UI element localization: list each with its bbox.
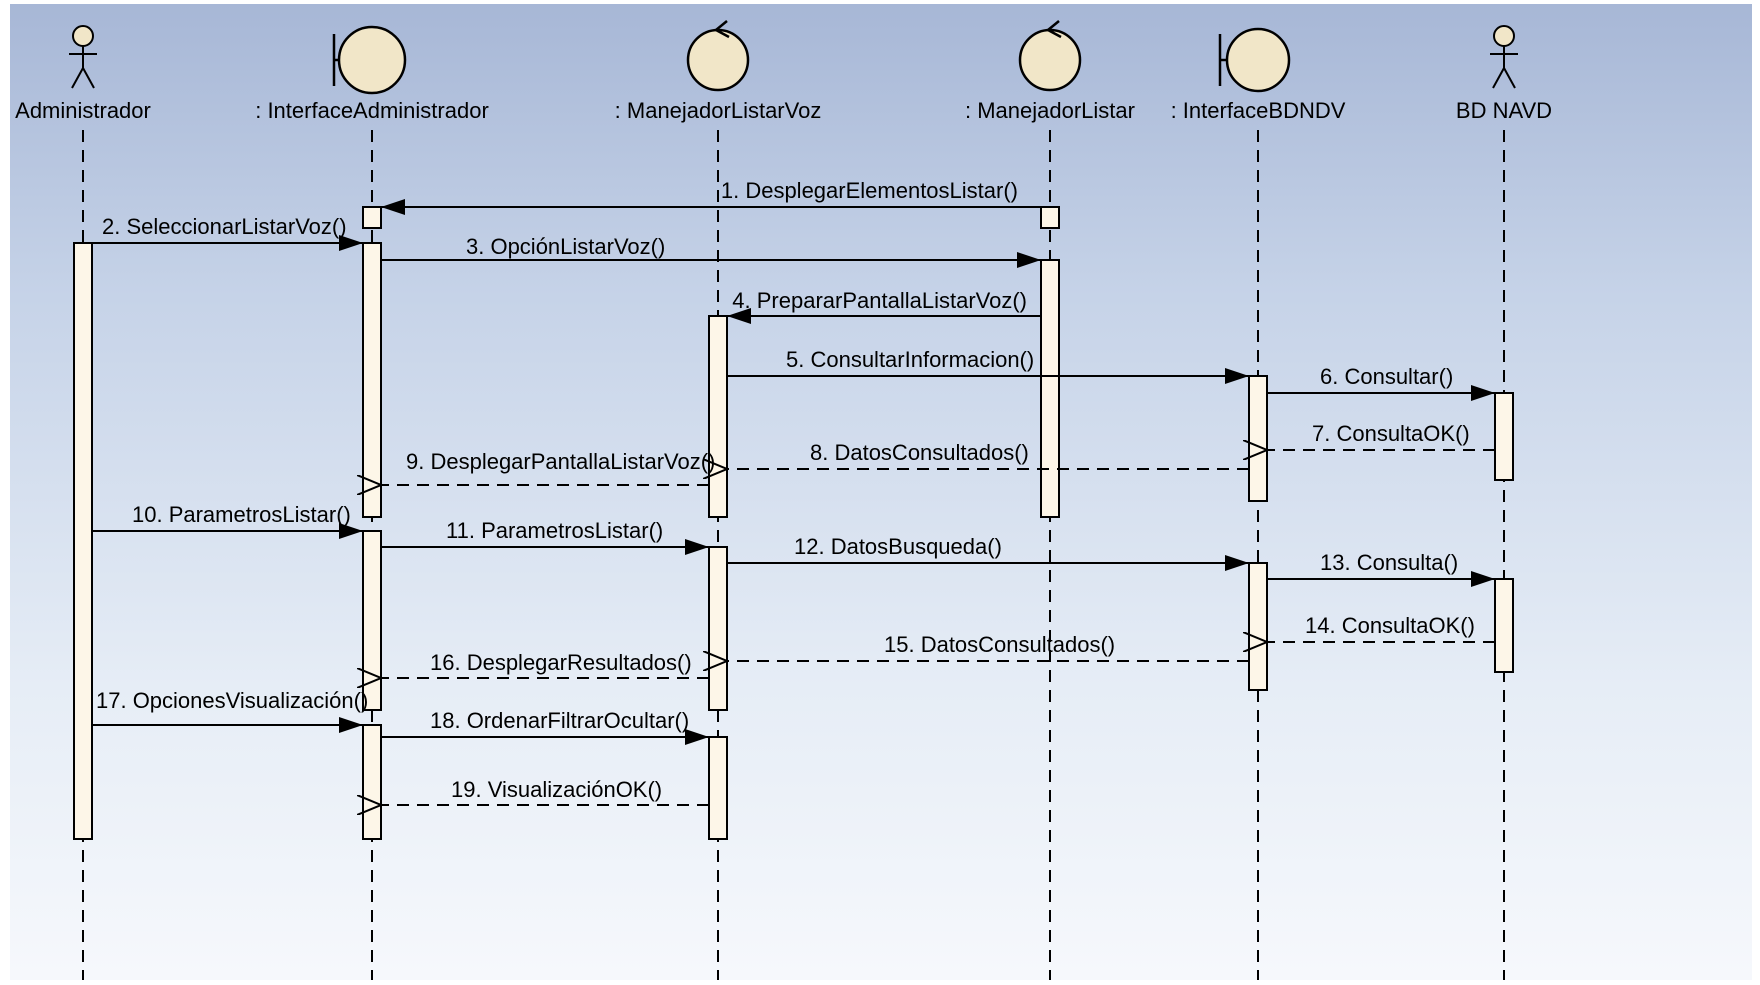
activation-bar (362, 724, 382, 840)
message-12[interactable]: 12. DatosBusqueda() (727, 534, 1249, 571)
lifeline-interface-administrador[interactable]: : InterfaceAdministrador (255, 25, 489, 123)
boundary-icon (1218, 27, 1291, 93)
message-label: 10. ParametrosListar() (132, 502, 351, 527)
lifeline-manejador-listar[interactable]: : ManejadorListar (965, 20, 1135, 123)
message-label: 13. Consulta() (1320, 550, 1458, 575)
message-6[interactable]: 6. Consultar() (1267, 364, 1495, 401)
message-1[interactable]: 1. DesplegarElementosListar() (381, 178, 1041, 215)
message-8[interactable]: 8. DatosConsultados() (727, 440, 1249, 469)
lifeline-label: BD NAVD (1456, 98, 1552, 123)
message-7[interactable]: 7. ConsultaOK() (1267, 421, 1495, 450)
message-label: 1. DesplegarElementosListar() (721, 178, 1018, 203)
actor-icon (1490, 25, 1518, 89)
lifeline-interface-bdndv[interactable]: : InterfaceBDNDV (1171, 27, 1346, 123)
activation-bar (1494, 392, 1514, 481)
message-label: 16. DesplegarResultados() (430, 650, 692, 675)
lifeline-admin[interactable]: Administrador (15, 25, 151, 123)
message-label: 19. VisualizaciónOK() (451, 777, 662, 802)
message-15[interactable]: 15. DatosConsultados() (727, 632, 1249, 661)
message-17[interactable]: 17. OpcionesVisualización() (92, 688, 368, 733)
message-16[interactable]: 16. DesplegarResultados() (381, 650, 709, 678)
control-icon (1018, 20, 1082, 92)
message-5[interactable]: 5. ConsultarInformacion() (727, 347, 1249, 384)
control-icon (686, 20, 750, 92)
activation-bar (708, 736, 728, 840)
actor-icon (69, 25, 97, 89)
lifeline-label: : InterfaceBDNDV (1171, 98, 1346, 123)
diagram-canvas: Administrador : InterfaceAdministrador :… (10, 4, 1752, 980)
message-label: 6. Consultar() (1320, 364, 1453, 389)
message-label: 17. OpcionesVisualización() (96, 688, 368, 713)
message-18[interactable]: 18. OrdenarFiltrarOcultar() (381, 708, 709, 745)
message-13[interactable]: 13. Consulta() (1267, 550, 1495, 587)
activation-bar (1040, 206, 1060, 229)
message-label: 5. ConsultarInformacion() (786, 347, 1034, 372)
message-11[interactable]: 11. ParametrosListar() (381, 518, 709, 555)
message-label: 4. PrepararPantallaListarVoz() (732, 288, 1027, 313)
lifeline-label: : InterfaceAdministrador (255, 98, 489, 123)
sequence-diagram: Administrador : InterfaceAdministrador :… (15, 20, 1552, 980)
message-3[interactable]: 3. OpciónListarVoz() (381, 234, 1041, 268)
message-label: 11. ParametrosListar() (446, 518, 663, 543)
message-label: 12. DatosBusqueda() (794, 534, 1002, 559)
activation-bar (1248, 375, 1268, 502)
message-label: 7. ConsultaOK() (1312, 421, 1470, 446)
message-10[interactable]: 10. ParametrosListar() (92, 502, 363, 539)
lifeline-bd-navd[interactable]: BD NAVD (1456, 25, 1552, 123)
activation-bar (1040, 259, 1060, 518)
message-label: 3. OpciónListarVoz() (466, 234, 665, 259)
activation-bar (708, 315, 728, 518)
activation-bar (362, 242, 382, 518)
activation-bar (1494, 578, 1514, 673)
lifeline-manejador-listar-voz[interactable]: : ManejadorListarVoz (615, 20, 822, 123)
message-2[interactable]: 2. SeleccionarListarVoz() (92, 214, 363, 251)
lifeline-label: Administrador (15, 98, 151, 123)
message-label: 8. DatosConsultados() (810, 440, 1029, 465)
message-label: 18. OrdenarFiltrarOcultar() (430, 708, 689, 733)
lifeline-label: : ManejadorListarVoz (615, 98, 822, 123)
message-14[interactable]: 14. ConsultaOK() (1267, 613, 1495, 642)
message-label: 15. DatosConsultados() (884, 632, 1115, 657)
boundary-icon (332, 25, 407, 95)
message-label: 9. DesplegarPantallaListarVoz() (406, 449, 715, 474)
message-label: 2. SeleccionarListarVoz() (102, 214, 347, 239)
activation-bar (708, 546, 728, 711)
activation-bar (362, 206, 382, 229)
message-4[interactable]: 4. PrepararPantallaListarVoz() (727, 288, 1041, 324)
activation-bar (73, 242, 93, 840)
message-label: 14. ConsultaOK() (1305, 613, 1475, 638)
message-19[interactable]: 19. VisualizaciónOK() (381, 777, 709, 805)
activation-bar (1248, 562, 1268, 691)
lifeline-label: : ManejadorListar (965, 98, 1135, 123)
message-9[interactable]: 9. DesplegarPantallaListarVoz() (381, 449, 715, 485)
activation-bar (362, 530, 382, 711)
messages: 1. DesplegarElementosListar() 2. Selecci… (92, 178, 1495, 805)
